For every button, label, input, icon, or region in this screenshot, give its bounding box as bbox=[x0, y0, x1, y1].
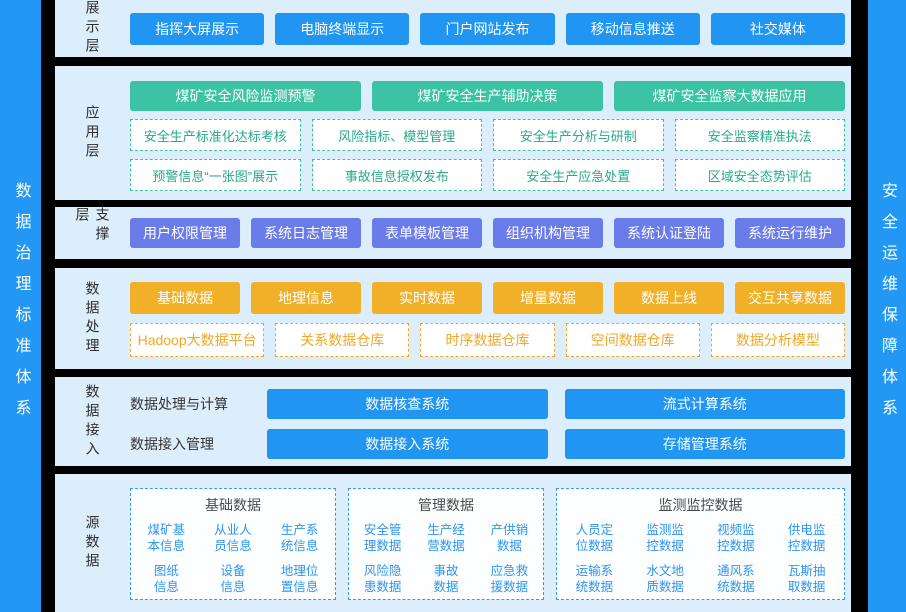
node-regional-safety-evaluation: 区域安全态势评估 bbox=[674, 159, 845, 192]
node-realtime-data: 实时数据 bbox=[372, 281, 482, 314]
group-monitoring-data: 监测监控数据 人员定 位数据 监测监 控数据 视频监 控数据 供电监 控数据 运… bbox=[556, 488, 845, 600]
node-production-decision-support: 煤矿安全生产辅助决策 bbox=[372, 81, 603, 112]
node-risk-monitor-warning: 煤矿安全风险监测预警 bbox=[130, 81, 361, 112]
source-item: 生产经 营数据 bbox=[427, 523, 465, 554]
node-shared-data: 交互共享数据 bbox=[735, 281, 845, 314]
node-portal-publish: 门户网站发布 bbox=[420, 12, 555, 45]
layer-data-processing-label: 数据处理 bbox=[84, 280, 101, 357]
source-item: 运输系 统数据 bbox=[575, 563, 614, 594]
source-item: 视频监 控数据 bbox=[717, 523, 755, 554]
layer-support-label: 支撑层 bbox=[74, 206, 111, 245]
source-item: 图纸 信息 bbox=[153, 563, 179, 594]
source-item: 人员定 位数据 bbox=[575, 523, 614, 554]
group-management-data-title: 管理数据 bbox=[418, 497, 474, 513]
node-supervision-bigdata-app: 煤矿安全监察大数据应用 bbox=[614, 81, 845, 112]
group-basic-data: 基础数据 煤矿基 本信息 从业人 员信息 生产系 统信息 图纸 信息 设备 信息… bbox=[130, 488, 336, 600]
left-pillar: 数据治理标准体系 bbox=[0, 0, 41, 612]
layer-application-label: 应用层 bbox=[84, 104, 101, 162]
node-pc-terminal-display: 电脑终端显示 bbox=[275, 12, 410, 45]
layer-display: 展示层 指挥大屏展示 电脑终端显示 门户网站发布 移动信息推送 社交媒体 bbox=[55, 0, 851, 58]
layer-source-data-label: 源数据 bbox=[84, 514, 101, 572]
node-relational-warehouse: 关系数据仓库 bbox=[275, 322, 410, 357]
layer-support: 支撑层 用户权限管理 系统日志管理 表单模板管理 组织机构管理 系统认证登陆 系… bbox=[55, 206, 851, 259]
node-system-ops: 系统运行维护 bbox=[735, 217, 845, 248]
source-item: 事故 数据 bbox=[433, 563, 459, 594]
node-incremental-data: 增量数据 bbox=[493, 281, 603, 314]
node-hadoop-platform: Hadoop大数据平台 bbox=[130, 322, 265, 357]
node-data-check-system: 数据核查系统 bbox=[267, 389, 548, 420]
source-item: 风险隐 患数据 bbox=[363, 563, 402, 594]
left-pillar-label: 数据治理标准体系 bbox=[12, 182, 30, 430]
layer-data-access: 数据接入 数据处理与计算 数据核查系统 流式计算系统 数据接入管理 数据接入系统… bbox=[55, 377, 851, 466]
node-geo-info: 地理信息 bbox=[251, 281, 361, 314]
source-item: 产供销 数据 bbox=[490, 523, 529, 554]
node-standardization-assessment: 安全生产标准化达标考核 bbox=[130, 119, 301, 152]
node-user-permission: 用户权限管理 bbox=[130, 217, 240, 248]
node-emergency-response: 安全生产应急处置 bbox=[493, 159, 664, 192]
layer-source-data: 源数据 基础数据 煤矿基 本信息 从业人 员信息 生产系 统信息 图纸 信息 设… bbox=[55, 474, 851, 612]
node-data-online: 数据上线 bbox=[614, 281, 724, 314]
node-form-template: 表单模板管理 bbox=[372, 217, 482, 248]
source-item: 瓦斯抽 取数据 bbox=[787, 563, 826, 594]
data-access-row2-label: 数据接入管理 bbox=[130, 436, 214, 453]
node-system-log: 系统日志管理 bbox=[251, 217, 361, 248]
source-item: 应急救 援数据 bbox=[490, 563, 529, 594]
node-precise-enforcement: 安全监察精准执法 bbox=[674, 119, 845, 152]
node-timeseries-warehouse: 时序数据仓库 bbox=[420, 322, 555, 357]
group-basic-data-title: 基础数据 bbox=[205, 497, 261, 513]
source-item: 地理位 置信息 bbox=[280, 563, 319, 594]
right-pillar-label: 安全运维保障体系 bbox=[879, 182, 896, 430]
node-big-screen-display: 指挥大屏展示 bbox=[130, 12, 265, 45]
node-production-analysis: 安全生产分析与研制 bbox=[493, 119, 664, 152]
layer-display-label: 展示层 bbox=[84, 0, 101, 58]
data-access-row1-label: 数据处理与计算 bbox=[130, 396, 228, 413]
source-item: 煤矿基 本信息 bbox=[147, 523, 186, 554]
node-organization: 组织机构管理 bbox=[493, 217, 603, 248]
source-item: 设备 信息 bbox=[220, 563, 246, 594]
layer-stack: 展示层 指挥大屏展示 电脑终端显示 门户网站发布 移动信息推送 社交媒体 应用层… bbox=[55, 0, 851, 612]
source-item: 通风系 统数据 bbox=[717, 563, 755, 594]
node-data-access-system: 数据接入系统 bbox=[267, 429, 548, 460]
group-monitoring-data-title: 监测监控数据 bbox=[658, 497, 743, 513]
node-mobile-push: 移动信息推送 bbox=[565, 12, 700, 45]
source-item: 安全管 理数据 bbox=[363, 523, 402, 554]
layer-application: 应用层 煤矿安全风险监测预警 煤矿安全生产辅助决策 煤矿安全监察大数据应用 安全… bbox=[55, 66, 851, 200]
node-analysis-model: 数据分析模型 bbox=[710, 322, 846, 357]
node-storage-management-system: 存储管理系统 bbox=[564, 429, 845, 460]
source-item: 生产系 统信息 bbox=[280, 523, 319, 554]
node-auth-login: 系统认证登陆 bbox=[614, 217, 724, 248]
source-item: 水文地 质数据 bbox=[646, 563, 684, 594]
source-item: 监测监 控数据 bbox=[646, 523, 684, 554]
layer-data-access-label: 数据接入 bbox=[84, 383, 101, 460]
node-warning-one-map: 预警信息“一张图”展示 bbox=[130, 159, 301, 192]
node-risk-indicator-model: 风险指标、模型管理 bbox=[311, 119, 482, 152]
right-pillar: 安全运维保障体系 bbox=[868, 0, 906, 612]
source-item: 供电监 控数据 bbox=[787, 523, 826, 554]
node-basic-data: 基础数据 bbox=[130, 281, 240, 314]
node-accident-info-release: 事故信息授权发布 bbox=[311, 159, 482, 192]
node-spatial-warehouse: 空间数据仓库 bbox=[565, 322, 700, 357]
layer-data-processing: 数据处理 基础数据 地理信息 实时数据 增量数据 数据上线 交互共享数据 Had… bbox=[55, 267, 851, 370]
node-stream-computing-system: 流式计算系统 bbox=[564, 389, 845, 420]
group-management-data: 管理数据 安全管 理数据 生产经 营数据 产供销 数据 风险隐 患数据 事故 数… bbox=[348, 488, 544, 600]
node-social-media: 社交媒体 bbox=[710, 12, 846, 45]
source-item: 从业人 员信息 bbox=[214, 523, 252, 554]
